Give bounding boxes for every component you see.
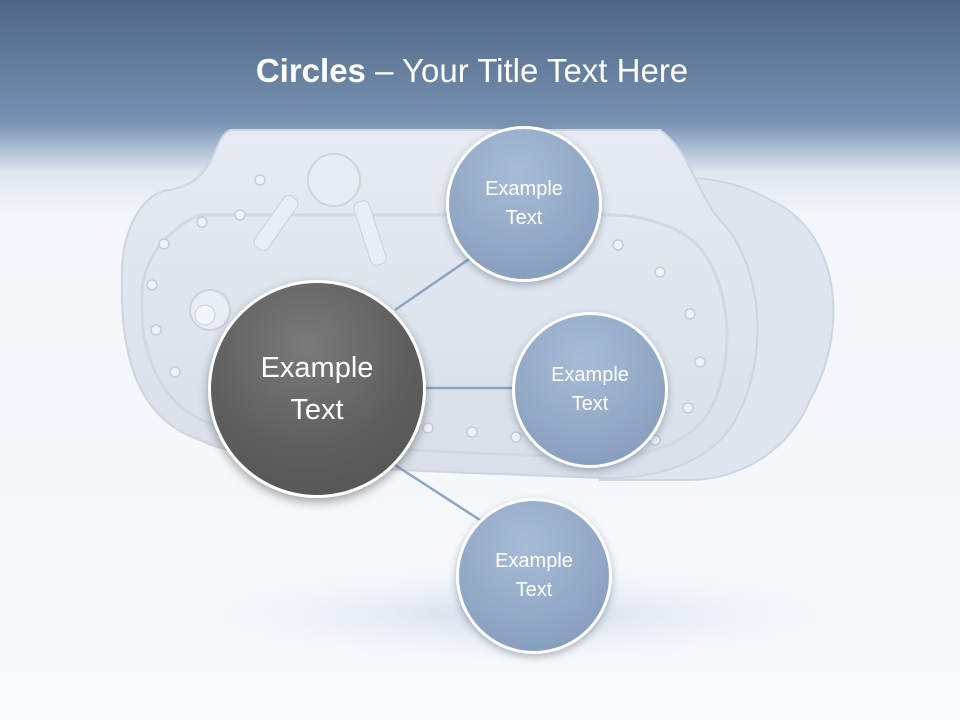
slide-title: Circles – Your Title Text Here [0,52,944,90]
circle-top: Example Text [446,126,602,282]
circle-bottom-label: Example Text [495,550,573,601]
circle-middle-label: Example Text [551,364,629,415]
title-rest: – Your Title Text Here [365,52,689,89]
safe-rivets [146,174,706,446]
safe-handle-left [253,194,299,252]
connector-bottom [394,463,481,522]
safe-handle-right [353,200,387,266]
safe-handle-hub [307,153,361,207]
circle-bottom: Example Text [456,498,612,654]
circle-middle: Example Text [512,312,668,468]
title-bold: Circles [255,52,366,89]
connector-top [394,253,476,312]
circle-top-label: Example Text [485,178,563,229]
main-circle-label: Example Text [260,351,374,426]
connector-lines [394,253,514,522]
main-circle: Example Text [208,280,426,498]
